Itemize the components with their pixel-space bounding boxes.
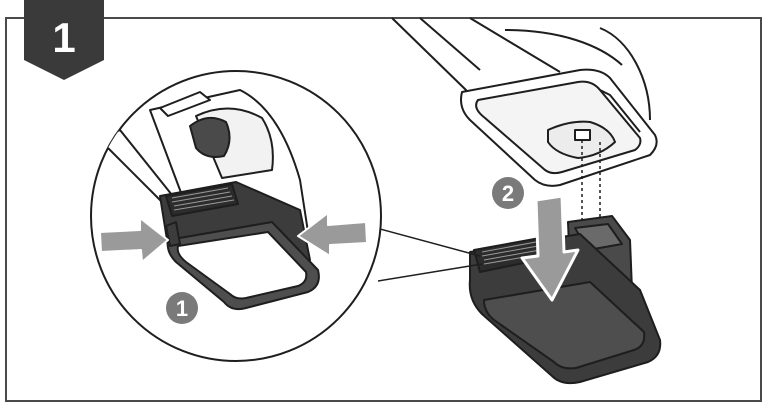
diagram-frame [5, 17, 762, 402]
step-number: 1 [52, 14, 75, 61]
detail-magnifier [90, 70, 382, 362]
press-arrow-right-icon [297, 212, 368, 257]
callout-1-number: 1 [176, 296, 188, 321]
callout-1: 1 [166, 292, 198, 324]
step-badge-shape [24, 0, 104, 80]
press-arrow-left-icon [99, 217, 169, 263]
tool-handle [391, 17, 658, 187]
callout-2: 2 [492, 177, 524, 209]
magnifier-leader [368, 225, 483, 282]
alignment-guide [581, 140, 601, 228]
insert-arrow-down-icon [520, 194, 580, 302]
battery-pack [468, 215, 662, 385]
callout-2-number: 2 [502, 181, 514, 206]
step-badge: 1 [24, 0, 104, 80]
